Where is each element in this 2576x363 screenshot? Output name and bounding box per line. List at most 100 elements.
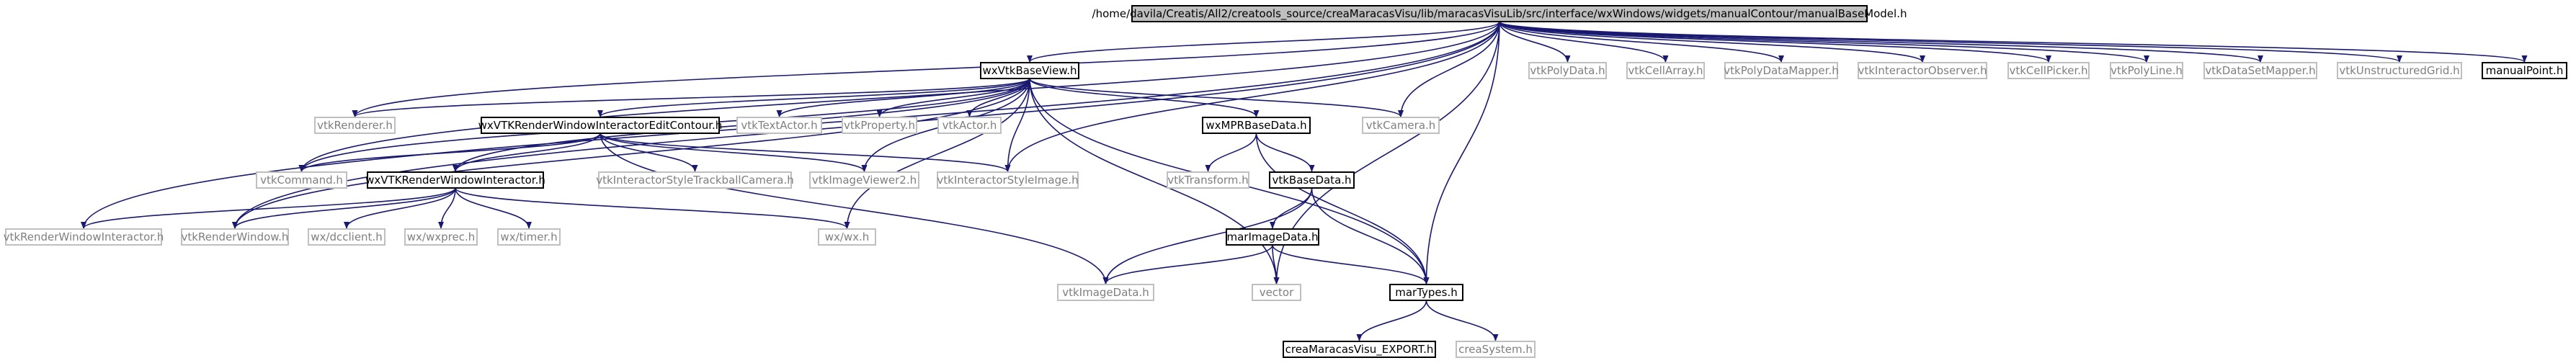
node-vtkBaseData[interactable]: vtkBaseData.h xyxy=(1269,171,1355,189)
edge-marImageData-to-vector xyxy=(1272,244,1280,284)
node-label-creaMaracasVisuExport: creaMaracasVisu_EXPORT.h xyxy=(1285,343,1434,357)
node-vtkImageViewer2: vtkImageViewer2.h xyxy=(809,171,919,189)
edge-vtkBaseData-to-marTypes xyxy=(1311,187,1430,284)
node-label-vtkCellArray: vtkCellArray.h xyxy=(1628,64,1703,77)
node-box-vtkPolyLine xyxy=(2110,62,2183,79)
node-vtkUnstructuredGrid: vtkUnstructuredGrid.h xyxy=(2337,62,2462,79)
edge-wxVTKRWIEditContour-to-vtkImageData xyxy=(600,133,1109,284)
node-box-vtkCellArray xyxy=(1626,62,1705,79)
node-label-vtkBaseData: vtkBaseData.h xyxy=(1272,174,1351,187)
node-label-vtkInteractorObserver: vtkInteractorObserver.h xyxy=(1858,64,1987,77)
node-box-wxwx xyxy=(818,228,876,246)
node-label-vtkCommand: vtkCommand.h xyxy=(260,174,343,187)
edge-wxVTKRWIEditContour-to-vtkCommand xyxy=(298,133,601,172)
node-box-vector xyxy=(1252,284,1301,301)
node-box-vtkImageViewer2 xyxy=(809,171,919,189)
node-vtkISTrackball: vtkInteractorStyleTrackballCamera.h xyxy=(596,171,794,189)
node-label-wxVTKRWIEditContour: wxVTKRenderWindowInteractorEditContour.h xyxy=(478,119,723,132)
edge-vtkBaseData-to-vtkImageData xyxy=(1102,187,1313,284)
edge-wxVTKRWI-to-wxtimer xyxy=(455,187,532,229)
edge-wxVtkBaseView-to-vtkInteractorStyleImage xyxy=(1004,78,1030,172)
node-box-vtkProperty xyxy=(842,117,917,134)
node-vtkTransform: vtkTransform.h xyxy=(1167,171,1249,189)
node-box-vtkInteractorObserver xyxy=(1858,62,1987,79)
node-marTypes[interactable]: marTypes.h xyxy=(1389,284,1463,301)
node-vtkImageData: vtkImageData.h xyxy=(1057,284,1154,301)
node-label-vtkPolyDataMapper: vtkPolyDataMapper.h xyxy=(1724,64,1838,77)
node-box-vtkInteractorStyleImage xyxy=(937,171,1079,189)
node-box-vtkDataSetMapper xyxy=(2203,62,2317,79)
node-label-vtkDataSetMapper: vtkDataSetMapper.h xyxy=(2205,64,2315,77)
node-wxVTKRWIEditContour[interactable]: wxVTKRenderWindowInteractorEditContour.h xyxy=(478,117,723,134)
node-box-wxVTKRWI xyxy=(367,171,544,189)
node-box-vtkActor xyxy=(937,117,1002,134)
node-label-vtkActor: vtkActor.h xyxy=(942,119,997,132)
node-box-wxwxprec xyxy=(404,228,478,246)
node-wxVtkBaseView[interactable]: wxVtkBaseView.h xyxy=(980,62,1079,79)
node-vtkDataSetMapper: vtkDataSetMapper.h xyxy=(2203,62,2317,79)
edge-root-to-vtkCommand xyxy=(298,21,1500,172)
node-wxMPRBaseData[interactable]: wxMPRBaseData.h xyxy=(1202,117,1311,134)
node-vtkCommand: vtkCommand.h xyxy=(256,171,347,189)
node-box-vtkRenderer xyxy=(314,117,396,134)
node-label-wxdcclient: wx/dcclient.h xyxy=(311,230,382,243)
edge-wxVtkBaseView-to-vtkRenderer xyxy=(352,78,1030,117)
node-box-vtkRenderWindow xyxy=(181,228,289,246)
node-label-wxVTKRWI: wxVTKRenderWindowInteractor.h xyxy=(365,174,545,187)
node-creaSystem: creaSystem.h xyxy=(1456,341,1536,358)
edge-marImageData-to-vtkImageData xyxy=(1102,244,1273,284)
edge-wxVTKRWIEditContour-to-vtkISTrackball xyxy=(600,133,698,172)
node-label-vtkImageData: vtkImageData.h xyxy=(1062,286,1149,299)
node-label-vtkRenderer: vtkRenderer.h xyxy=(317,119,393,132)
node-wxVTKRWI[interactable]: wxVTKRenderWindowInteractor.h xyxy=(365,171,545,189)
edge-root-to-vtkInteractorObserver xyxy=(1499,21,1925,63)
edge-marTypes-to-creaSystem xyxy=(1425,300,1499,341)
edge-wxVTKRWI-to-vtkRenderWindow xyxy=(232,187,456,229)
node-box-wxtimer xyxy=(497,228,561,246)
node-box-vtkISTrackball xyxy=(598,171,792,189)
edge-root-to-vtkPolyLine xyxy=(1499,21,2149,63)
edge-root-to-marTypes xyxy=(1423,21,1500,284)
node-box-vtkPolyData xyxy=(1528,62,1607,79)
node-root[interactable]: /home/davila/Creatis/All2/creatools_sour… xyxy=(1092,5,1907,22)
node-box-vtkBaseData xyxy=(1269,171,1355,189)
edge-root-to-manualPoint xyxy=(1499,21,2528,63)
node-vtkCamera: vtkCamera.h xyxy=(1362,117,1440,134)
node-label-marTypes: marTypes.h xyxy=(1395,286,1458,299)
node-label-vtkCellPicker: vtkCellPicker.h xyxy=(2009,64,2087,77)
node-box-creaMaracasVisuExport xyxy=(1283,341,1436,358)
node-wxdcclient: wx/dcclient.h xyxy=(308,228,385,246)
node-box-wxMPRBaseData xyxy=(1202,117,1311,134)
edge-wxMPRBaseData-to-vtkTransform xyxy=(1205,133,1257,172)
node-label-wxtimer: wx/timer.h xyxy=(500,230,557,243)
edge-vtkBaseData-to-marImageData xyxy=(1270,187,1313,229)
node-label-vtkISTrackball: vtkInteractorStyleTrackballCamera.h xyxy=(596,174,793,187)
edge-wxVtkBaseView-to-vtkTextActor xyxy=(776,78,1030,117)
edge-wxVTKRWIEditContour-to-vtkInteractorStyleImage xyxy=(600,133,1011,172)
node-wxtimer: wx/timer.h xyxy=(497,228,561,246)
node-box-wxdcclient xyxy=(308,228,385,246)
node-creaMaracasVisuExport[interactable]: creaMaracasVisu_EXPORT.h xyxy=(1283,341,1436,358)
node-vtkPolyLine: vtkPolyLine.h xyxy=(2110,62,2183,79)
node-marImageData[interactable]: marImageData.h xyxy=(1226,228,1319,246)
node-label-vtkRenderWindowInteractor: vtkRenderWindowInteractor.h xyxy=(4,230,164,243)
node-box-wxVTKRWIEditContour xyxy=(481,117,720,134)
node-label-vtkPolyLine: vtkPolyLine.h xyxy=(2111,64,2183,77)
edge-root-to-vtkCellArray xyxy=(1499,21,1669,63)
node-manualPoint[interactable]: manualPoint.h xyxy=(2482,62,2567,79)
node-label-vtkRenderWindow: vtkRenderWindow.h xyxy=(182,230,289,243)
node-box-marImageData xyxy=(1226,228,1319,246)
node-box-manualPoint xyxy=(2482,62,2567,79)
edge-wxVTKRWI-to-vtkRenderWindowInteractor xyxy=(81,187,456,229)
edge-wxVTKRWI-to-wxdcclient xyxy=(344,187,456,229)
edge-wxVtkBaseView-to-vtkCamera xyxy=(1029,78,1404,117)
node-box-vtkImageData xyxy=(1057,284,1154,301)
edge-wxVtkBaseView-to-vtkProperty xyxy=(876,78,1030,117)
node-label-wxwx: wx/wx.h xyxy=(825,230,870,243)
node-label-vtkTransform: vtkTransform.h xyxy=(1167,174,1248,187)
node-box-vtkTransform xyxy=(1167,171,1249,189)
node-vtkRenderWindow: vtkRenderWindow.h xyxy=(181,228,289,246)
node-wxwxprec: wx/wxprec.h xyxy=(404,228,478,246)
node-box-root xyxy=(1131,5,1868,22)
node-label-wxMPRBaseData: wxMPRBaseData.h xyxy=(1205,119,1306,132)
